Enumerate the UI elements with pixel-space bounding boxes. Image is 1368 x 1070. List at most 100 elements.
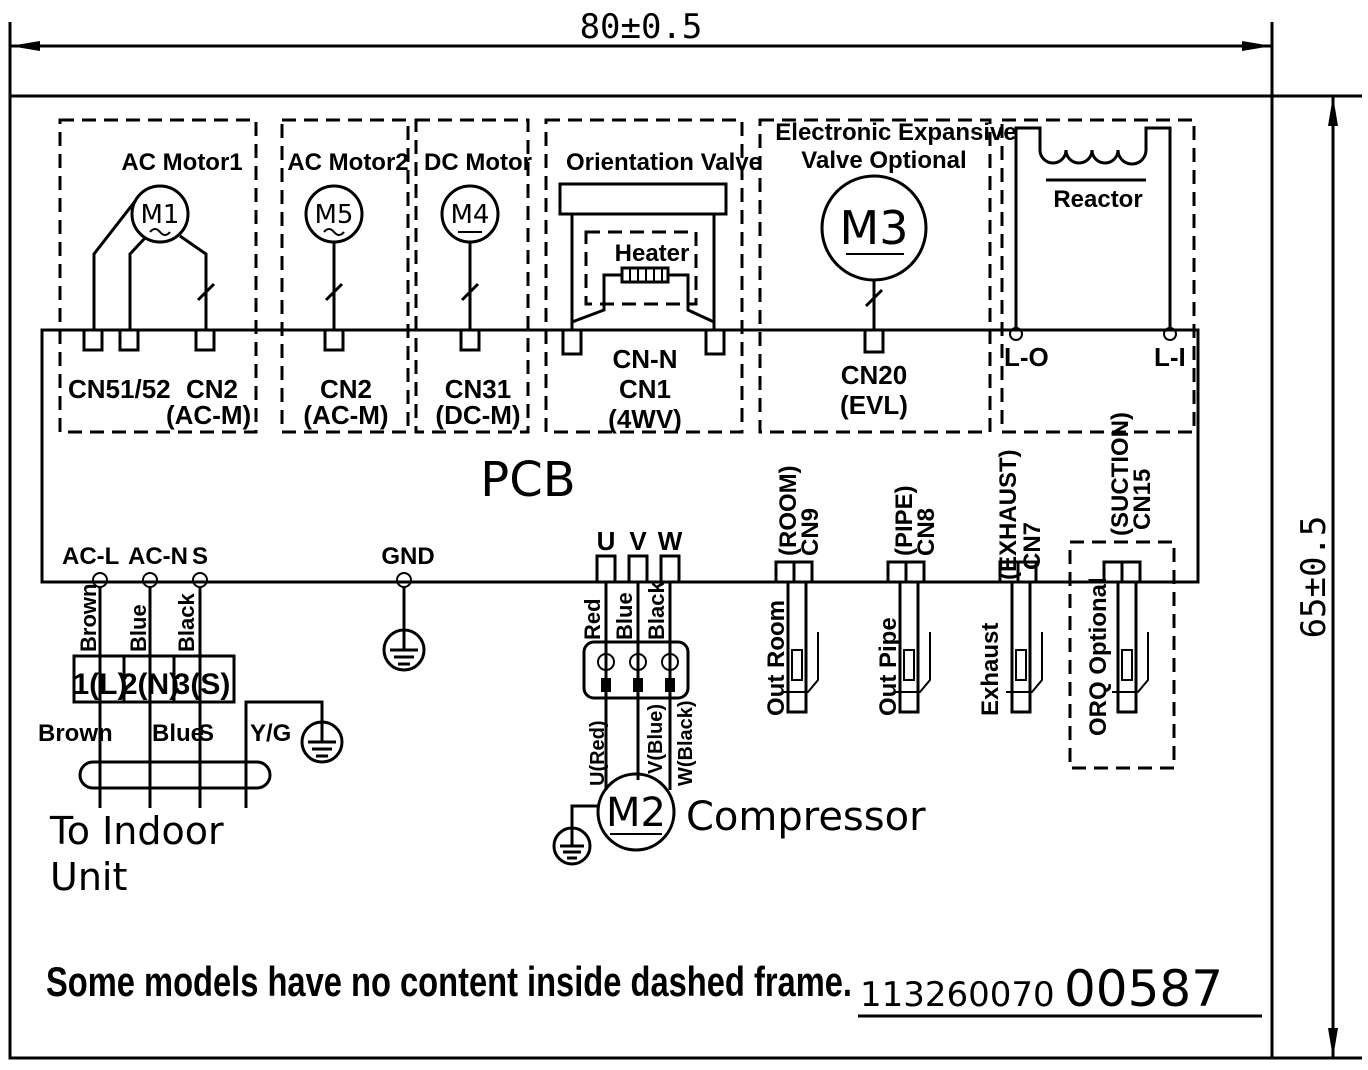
cn2-label: CN2 [186, 374, 238, 404]
diagram-border [8, 94, 1274, 1060]
exhaust-sensor [1010, 580, 1032, 714]
terminal-1l: 1(L) [73, 668, 128, 701]
reactor-li-label: L-I [1154, 342, 1186, 372]
cn-n-label: CN-N [613, 344, 678, 374]
pcb-board [40, 328, 1200, 584]
part-number-prefix: 113260070 [860, 975, 1055, 1015]
terminal-3s: 3(S) [174, 668, 231, 701]
orientation-valve: Orientation Valve Heater CN-N CN1 (4WV) [558, 149, 762, 434]
cn31-sub: (DC-M) [435, 400, 520, 430]
yg-ground-icon [300, 720, 344, 764]
red-wire-label: Red [580, 598, 605, 640]
dc-motor-frame [414, 118, 530, 434]
ac-motor1-frame [58, 118, 258, 434]
brown-wire-label: Brown [76, 584, 101, 652]
cn31-label: CN31 [445, 374, 511, 404]
orientation-valve-frame [544, 118, 744, 434]
black-comp-wire-label: Black [644, 581, 669, 640]
footer-note: Some models have no content inside dashe… [46, 958, 852, 1005]
4wv-label: (4WV) [608, 404, 682, 434]
blue-comp-wire-label: Blue [612, 592, 637, 640]
suction-sensor [1116, 580, 1138, 714]
cn2-pin [194, 328, 216, 352]
compressor: U V W Red Blue Black U(Red) V(Blue) W(Bl… [552, 526, 926, 866]
cn15-label: CN15 [1129, 469, 1156, 530]
dc-motor: DC Motor M4 CN31 (DC-M) [424, 149, 532, 430]
compressor-label: Compressor [686, 794, 926, 840]
gnd-label: GND [381, 543, 434, 570]
exhaust-sensor-label: Exhaust [977, 623, 1004, 716]
reactor-frame [1000, 118, 1196, 434]
ac-motor2-symbol-label: M5 [315, 200, 354, 230]
heater-label: Heater [615, 240, 690, 267]
reactor-lo-label: L-O [1004, 342, 1049, 372]
orientation-valve-title: Orientation Valve [566, 149, 762, 176]
cn51-pin2 [118, 328, 140, 352]
blue-lower-label: Blue [152, 720, 204, 747]
pcb-gnd: GND [381, 543, 435, 672]
reactor: Reactor L-O L-I [1004, 126, 1186, 372]
s-label: S [192, 543, 208, 570]
cn1-pin1 [561, 328, 583, 356]
yg-label: Y/G [250, 720, 291, 747]
eev: Electronic Expansive Valve Optional M3 C… [775, 119, 1016, 420]
power-terminals: AC-L AC-N S Brown Blue Black 1(L) 2(N) 3… [38, 543, 344, 899]
phase-w: W [658, 526, 683, 556]
dc-motor-symbol-label: M4 [451, 200, 490, 230]
v-blue-label: V(Blue) [645, 704, 667, 774]
width-dimension-label: 80±0.5 [580, 7, 703, 47]
ac-m-label: (AC-M) [166, 400, 251, 430]
sensor-room: CN9 (ROOM) Out Room [763, 465, 824, 716]
compressor-connector [582, 640, 690, 700]
compressor-symbol [596, 772, 676, 852]
pipe-sensor [898, 580, 920, 714]
cn51-pin1 [82, 328, 104, 352]
dc-motor-title: DC Motor [424, 149, 532, 176]
evl-label: (EVL) [840, 390, 908, 420]
part-number-suffix: 00587 [1064, 960, 1223, 1018]
brown-lower-label: Brown [38, 720, 113, 747]
cn20-label: CN20 [841, 360, 907, 390]
room-label: (ROOM) [775, 465, 802, 556]
ac-n-label: AC-N [128, 543, 188, 570]
height-dimension-label: 65±0.5 [1294, 516, 1334, 639]
cn2-ac-sub: (AC-M) [303, 400, 388, 430]
sensor-pipe: CN8 (PIPE) Out Pipe [875, 485, 940, 716]
ac-motor1-symbol-label: M1 [141, 200, 180, 230]
s-lower-label: S [198, 720, 214, 747]
reactor-title: Reactor [1053, 186, 1142, 213]
ac-motor1-title: AC Motor1 [121, 149, 242, 176]
terminal-2n: 2(N) [121, 668, 179, 701]
ac-motor1-symbol [130, 184, 190, 244]
gnd-ground-icon [382, 628, 426, 672]
cn20-pin [863, 328, 885, 354]
exhaust-label: (EXHAUST) [995, 449, 1022, 580]
terminal-block [72, 654, 236, 704]
out-pipe-label: Out Pipe [875, 617, 902, 716]
cn2-ac-pin [323, 328, 345, 352]
suction-label: (SUCTION) [1107, 412, 1134, 536]
w-black-label: W(Black) [675, 700, 697, 786]
ac-motor2-title: AC Motor2 [287, 149, 408, 176]
cn1-pin2 [704, 328, 726, 356]
cn8-label: CN8 [913, 508, 940, 556]
cn31-pin [459, 328, 481, 352]
eev-title-2: Valve Optional [801, 147, 966, 174]
cn2-ac-label: CN2 [320, 374, 372, 404]
phase-u: U [597, 526, 616, 556]
eev-symbol-label: M3 [840, 201, 909, 255]
height-dimension: 65±0.5 [1272, 94, 1362, 1060]
sensor-suction: CN15 (SUCTION) ORQ Optional [1085, 412, 1156, 736]
ac-l-label: AC-L [62, 543, 119, 570]
cn1-label: CN1 [619, 374, 671, 404]
orq-optional-label: ORQ Optional [1085, 577, 1112, 736]
reactor-coil [1038, 149, 1148, 166]
compressor-ground-icon [552, 826, 592, 866]
to-indoor-label: To Indoor [49, 809, 224, 853]
eev-frame [758, 118, 992, 434]
room-sensor [786, 580, 808, 714]
blue-wire-label: Blue [126, 604, 151, 652]
pipe-label: (PIPE) [891, 485, 918, 556]
black-wire-label: Black [174, 593, 199, 652]
